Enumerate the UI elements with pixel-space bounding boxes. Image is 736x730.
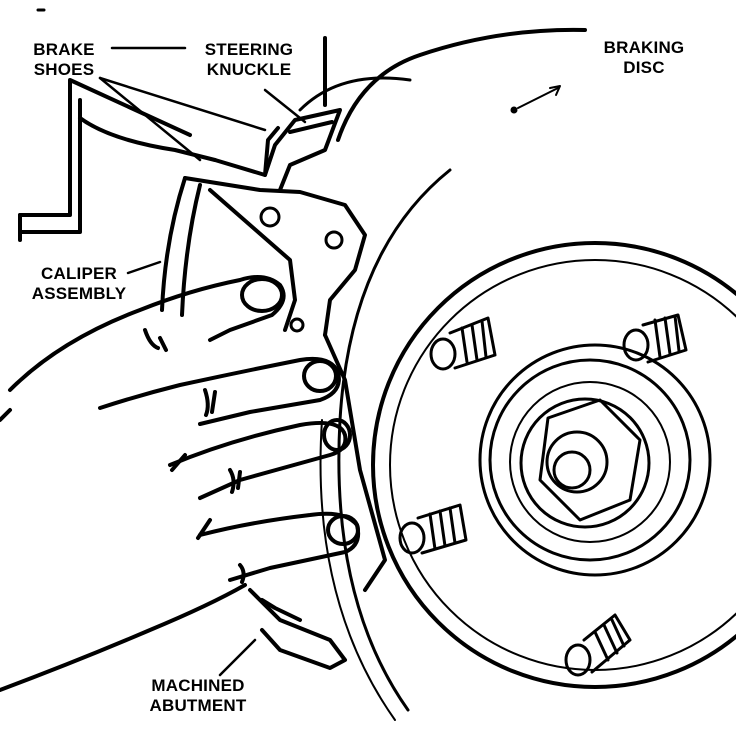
label-caliper-assembly: CALIPER ASSEMBLY [20,264,138,304]
label-brake-shoes-line1: BRAKE [33,40,95,59]
label-steering-knuckle-line1: STEERING [204,40,294,59]
leader-lines [98,46,307,677]
label-braking-disc-line2: DISC [623,58,665,77]
hand [0,274,361,692]
label-caliper-assembly-line1: CALIPER [40,264,118,283]
label-brake-shoes-line2: SHOES [33,60,95,79]
braking-disc [298,27,587,721]
lug-stud-lower-left [398,503,468,555]
label-machined-abutment-line1: MACHINED [151,676,245,695]
label-machined-abutment: MACHINED ABUTMENT [134,676,262,716]
lug-stud-upper-left [429,316,497,371]
label-braking-disc: BRAKING DISC [592,38,696,78]
brake-shoes [213,108,342,192]
label-braking-disc-line1: BRAKING [603,38,685,57]
hub [371,241,736,689]
caliper-assembly [160,176,387,670]
lug-studs [398,313,688,677]
steering-knuckle [18,36,327,242]
lug-stud-lower-right [564,613,632,677]
label-steering-knuckle: STEERING KNUCKLE [188,40,310,80]
label-steering-knuckle-line2: KNUCKLE [206,60,292,79]
label-machined-abutment-line2: ABUTMENT [149,696,247,715]
label-brake-shoes: BRAKE SHOES [18,40,110,80]
label-caliper-assembly-line2: ASSEMBLY [31,284,127,303]
lug-stud-upper-right [622,313,688,364]
